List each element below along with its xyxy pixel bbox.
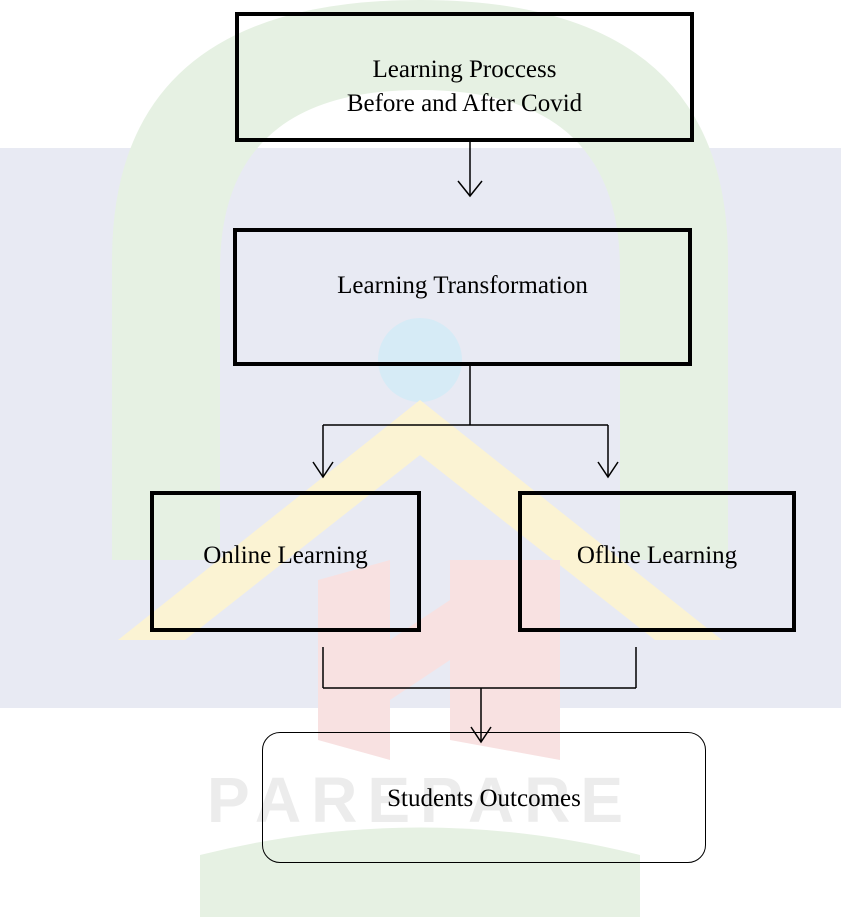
watermark-green-arch xyxy=(112,0,728,560)
arrowhead-online xyxy=(312,461,334,479)
online-learning-label: Online Learning xyxy=(203,542,368,569)
arrowhead-transformation xyxy=(457,180,483,198)
watermark-bottom-crescent xyxy=(200,827,640,917)
students-outcomes-box: Students Outcomes xyxy=(262,732,706,863)
arrowhead-offline xyxy=(597,461,619,479)
transformation-box-label: Learning Transformation xyxy=(337,272,588,299)
watermark-globe xyxy=(378,318,462,402)
watermark-red-mark xyxy=(318,560,560,760)
students-outcomes-label: Students Outcomes xyxy=(387,785,581,812)
process-box-line2: Before and After Covid xyxy=(346,90,583,117)
offline-learning-box: Ofline Learning xyxy=(518,491,796,632)
transformation-box: Learning Transformation xyxy=(233,228,692,366)
watermark-wordmark: PAREPARE xyxy=(207,764,633,836)
process-box-line1: Learning Proccess xyxy=(372,56,557,83)
process-box: Learning Proccess Before and After Covid xyxy=(235,12,694,142)
offline-learning-label: Ofline Learning xyxy=(576,542,738,569)
online-learning-box: Online Learning xyxy=(150,491,421,632)
watermark-yellow-roof xyxy=(118,400,722,640)
